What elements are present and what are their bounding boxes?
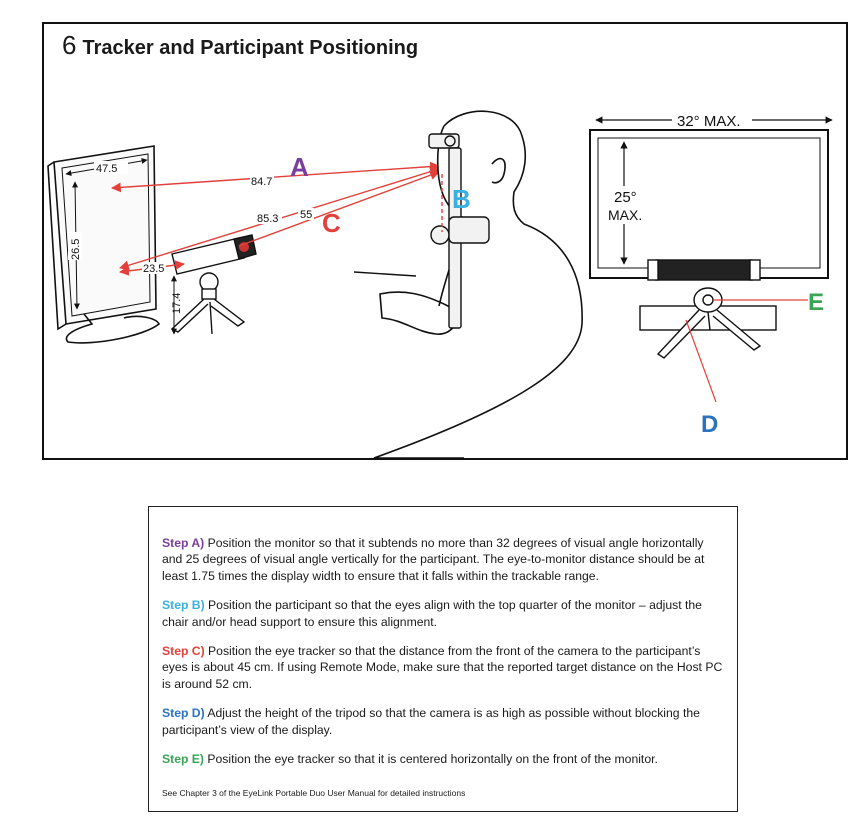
right-camera-and-tripod bbox=[639, 259, 777, 359]
pointer-d bbox=[685, 319, 717, 403]
instructions-box: Step A) Position the monitor so that it … bbox=[148, 506, 738, 812]
eye-tracker-camera bbox=[171, 234, 257, 275]
monitor-width-label: 47.5 bbox=[96, 163, 117, 175]
step-e-text: Position the eye tracker so that it is c… bbox=[203, 752, 658, 767]
horizontal-angle-label: 32° MAX. bbox=[677, 113, 741, 130]
section-number: 6 bbox=[62, 30, 77, 60]
step-c: Step C) Position the eye tracker so that… bbox=[162, 643, 723, 692]
step-a-text: Position the monitor so that it subtends… bbox=[162, 536, 705, 583]
marker-c: C bbox=[322, 208, 341, 238]
section-title: Tracker and Participant Positioning bbox=[82, 37, 419, 59]
setup-diagram: 47.5 26.5 17.4 84.7 85.3 55 bbox=[47, 110, 833, 458]
vertical-angle-label-line2: MAX. bbox=[608, 207, 642, 223]
table-edge bbox=[353, 271, 417, 277]
camera-offset-label: 23.5 bbox=[143, 263, 164, 275]
monitor-height-label: 26.5 bbox=[70, 239, 82, 260]
step-b-text: Position the participant so that the eye… bbox=[162, 598, 702, 629]
step-a-label: Step A) bbox=[162, 536, 205, 550]
step-d-text: Adjust the height of the tripod so that … bbox=[162, 706, 700, 737]
vertical-angle-label-line1: 25° bbox=[614, 189, 637, 206]
distance-camera-label: 55 bbox=[300, 209, 312, 221]
step-c-text: Position the eye tracker so that the dis… bbox=[162, 644, 723, 691]
tripod-height-label: 17.4 bbox=[171, 293, 183, 314]
step-a: Step A) Position the monitor so that it … bbox=[162, 535, 723, 584]
marker-b: B bbox=[452, 184, 471, 214]
distance-bottom-label: 85.3 bbox=[257, 213, 278, 225]
distance-center-label: 84.7 bbox=[251, 176, 272, 188]
step-d: Step D) Adjust the height of the tripod … bbox=[162, 705, 723, 738]
step-e-label: Step E) bbox=[162, 752, 204, 767]
step-b: Step B) Position the participant so that… bbox=[162, 597, 723, 630]
step-d-label: Step D) bbox=[162, 706, 205, 721]
step-b-label: Step B) bbox=[162, 598, 205, 613]
left-monitor bbox=[47, 145, 161, 344]
step-c-label: Step C) bbox=[162, 644, 205, 659]
marker-a: A bbox=[290, 152, 309, 182]
step-e: Step E) Position the eye tracker so that… bbox=[162, 751, 723, 767]
participant bbox=[373, 110, 583, 458]
marker-d: D bbox=[701, 411, 718, 438]
marker-e: E bbox=[808, 289, 824, 316]
chin-rest bbox=[428, 133, 490, 329]
footnote: See Chapter 3 of the EyeLink Portable Du… bbox=[162, 787, 466, 798]
